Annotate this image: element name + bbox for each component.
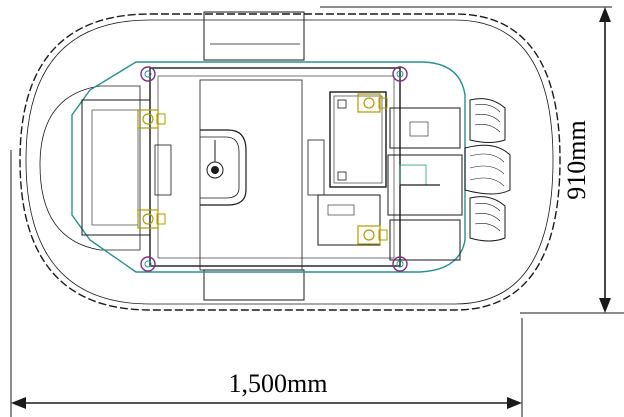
seat-panel xyxy=(199,79,303,271)
bolt-rear-top xyxy=(357,93,388,113)
control-box xyxy=(329,91,387,188)
rear-fan-top xyxy=(469,98,506,143)
chassis-frame xyxy=(71,61,466,273)
corner-mount-rear-top xyxy=(392,66,408,82)
rear-fan-middle xyxy=(464,144,511,195)
width-label: 1,500mm xyxy=(229,369,328,398)
front-bumper xyxy=(81,99,151,236)
center-hub-inner xyxy=(211,166,219,174)
rear-fan-bottom xyxy=(469,196,506,242)
bolt-front-bottom xyxy=(137,209,166,229)
bolt-front-top xyxy=(137,109,166,129)
motor-housing-inner xyxy=(409,121,429,137)
motor-housing xyxy=(389,107,461,149)
bottom-handle xyxy=(203,269,305,301)
seat-cutout xyxy=(200,129,247,206)
control-box-switch-bottom xyxy=(337,171,347,181)
left-cushion-outline xyxy=(39,85,141,251)
battery-module xyxy=(317,194,381,246)
control-box-switch-top xyxy=(337,99,347,109)
height-arrow-top xyxy=(599,7,611,22)
inner-hull-outline xyxy=(25,19,554,305)
bolt-rear-bottom xyxy=(357,225,388,245)
corner-mount-rear-bottom xyxy=(392,256,408,272)
height-arrow-bottom xyxy=(599,298,611,313)
front-bumper-inner xyxy=(91,109,139,226)
outer-hull-outline xyxy=(19,13,561,311)
main-deck-inner xyxy=(157,75,395,259)
rear-block xyxy=(389,219,461,261)
width-arrow-left xyxy=(11,397,26,409)
corner-mount-front-top xyxy=(140,66,156,82)
drive-unit-inner xyxy=(399,164,427,186)
left-hinge-bracket xyxy=(154,144,172,196)
right-hinge-bracket xyxy=(307,139,325,196)
battery-module-label xyxy=(327,204,355,216)
top-handle xyxy=(203,11,305,61)
height-label: 910mm xyxy=(562,120,591,199)
corner-mount-front-bottom xyxy=(140,256,156,272)
seat-cutout-inner xyxy=(200,136,240,199)
drive-unit xyxy=(387,154,463,216)
width-arrow-right xyxy=(507,397,522,409)
main-deck xyxy=(149,67,401,267)
